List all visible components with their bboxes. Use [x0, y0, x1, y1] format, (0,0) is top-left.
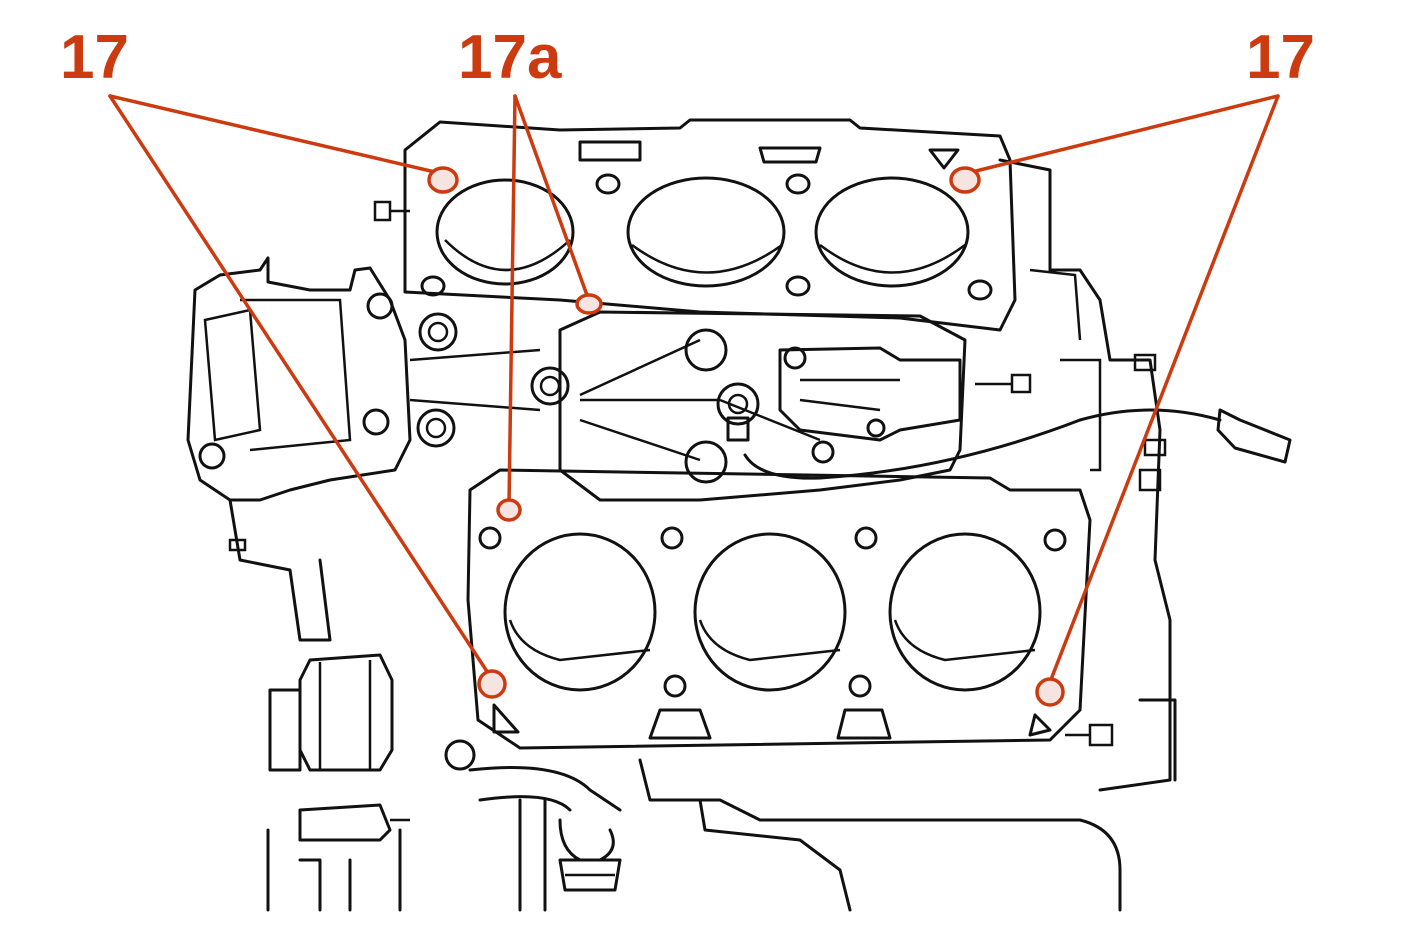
- bolt-marker-17-lower-right: [1035, 677, 1065, 707]
- callout-leaders: [108, 94, 1280, 684]
- upper-cylinder-bank: [373, 118, 1017, 332]
- leader-17a-upper: [513, 94, 590, 300]
- bolt-marker-17-lower-left: [477, 669, 507, 699]
- bolt-marker-17a-upper: [575, 293, 603, 315]
- lower-accessories: [266, 653, 1177, 912]
- callout-label-17-left: 17: [60, 23, 129, 92]
- leader-17-left-upper: [108, 94, 437, 174]
- engine-block-line-art: [186, 118, 1292, 912]
- lower-cylinder-bank: [466, 468, 1092, 750]
- bolt-marker-17a-lower: [496, 498, 522, 522]
- leader-17-left-lower: [108, 94, 492, 678]
- leader-17a-lower: [507, 94, 517, 506]
- leader-17-right-lower: [1048, 94, 1280, 684]
- right-block-side: [998, 158, 1172, 792]
- callout-label-17-right: 17: [1246, 23, 1315, 92]
- bolt-marker-17-upper-left: [427, 166, 459, 194]
- leader-17-right-upper: [970, 94, 1280, 174]
- callout-label-17a: 17a: [458, 23, 562, 92]
- left-accessory-housing: [186, 256, 570, 642]
- bolt-marker-17-upper-right: [949, 166, 981, 194]
- bolt-markers: [427, 166, 1065, 707]
